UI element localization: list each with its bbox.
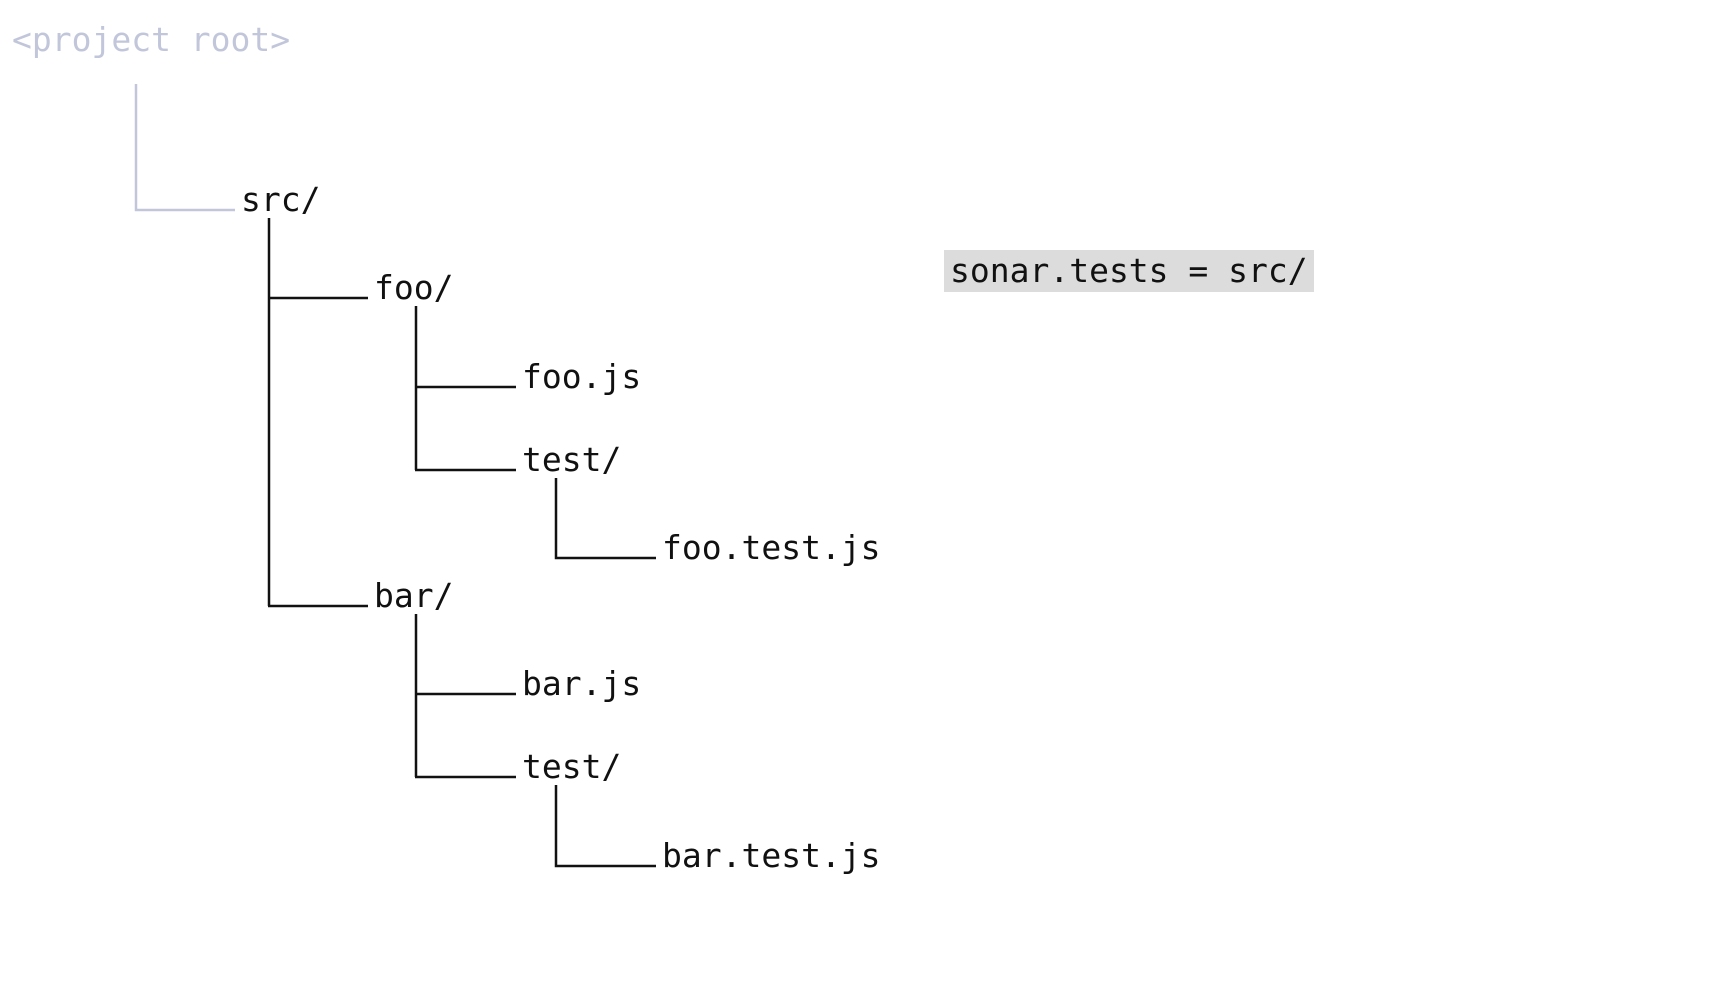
bar-test-js-file-label: bar.test.js <box>662 836 881 875</box>
connector-bartest-file <box>554 785 656 868</box>
src-folder-label: src/ <box>241 180 321 219</box>
sonar-tests-property: sonar.tests = src/ <box>944 250 1314 292</box>
foo-js-file-label: foo.js <box>522 357 642 396</box>
bar-folder-label: bar/ <box>374 576 454 615</box>
foo-folder-label: foo/ <box>374 268 454 307</box>
connector-root-src <box>134 84 235 212</box>
project-root-label: <project root> <box>12 20 291 59</box>
connector-footest-file <box>554 478 656 560</box>
foo-test-js-file-label: foo.test.js <box>662 528 881 567</box>
foo-test-folder-label: test/ <box>522 440 622 479</box>
bar-test-folder-label: test/ <box>522 747 622 786</box>
bar-js-file-label: bar.js <box>522 664 642 703</box>
